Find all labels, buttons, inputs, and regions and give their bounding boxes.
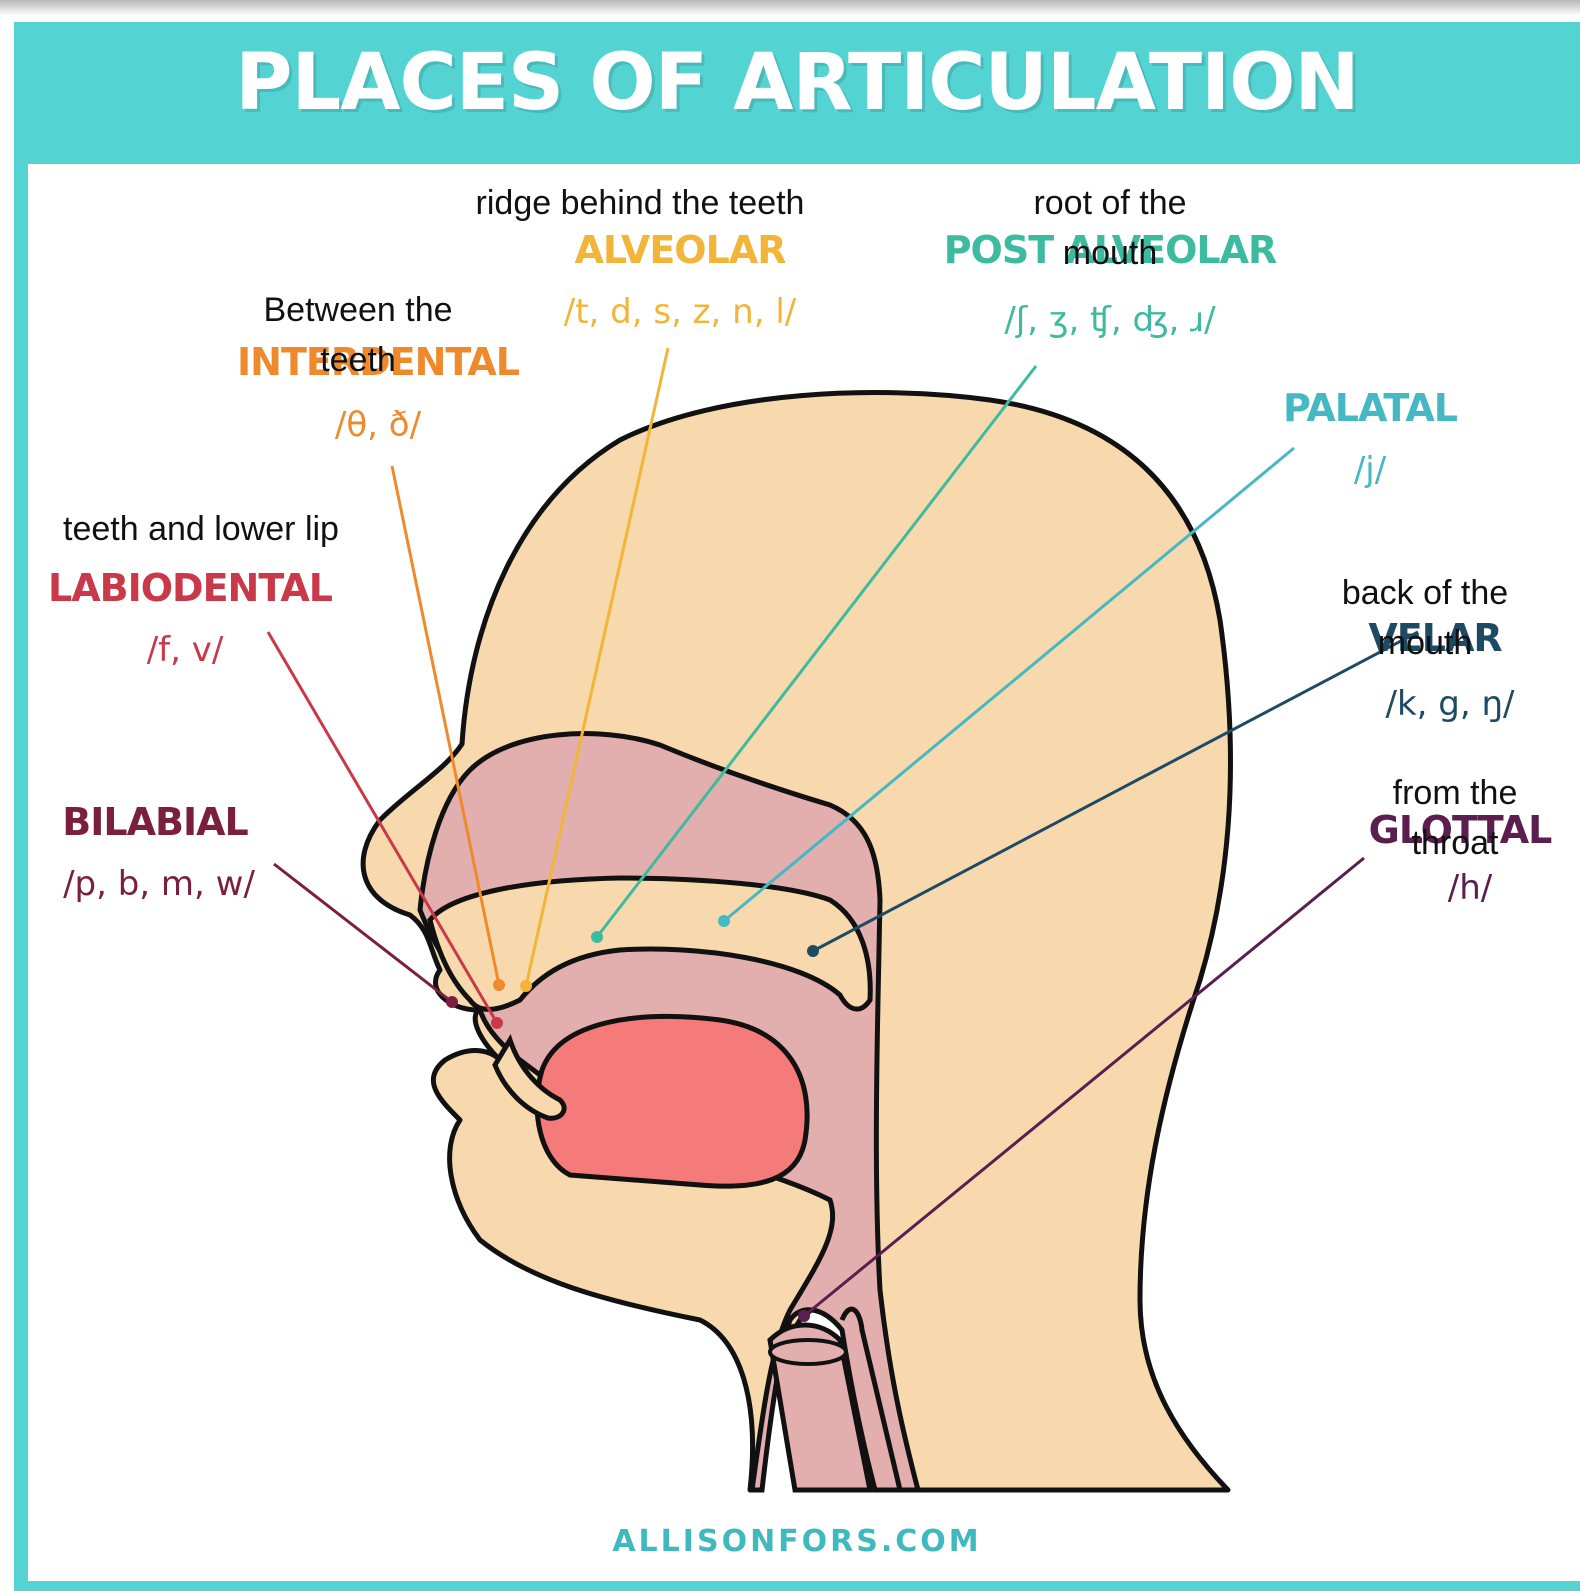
dot-interdental	[493, 979, 505, 991]
dot-glottal	[798, 1310, 810, 1322]
dot-bilabial	[446, 996, 458, 1008]
alveolar-description: ridge behind the teeth	[440, 178, 840, 228]
dot-velar	[807, 945, 819, 957]
alveolar-sounds: /t, d, s, z, n, l/	[540, 292, 820, 332]
labiodental-description: teeth and lower lip	[36, 504, 366, 554]
labiodental-name: LABIODENTAL	[40, 566, 340, 610]
postalveolar-description-line1: root of the	[980, 178, 1240, 228]
dot-alveolar	[520, 980, 532, 992]
velar-description-line2: mouth	[1320, 618, 1530, 668]
interdental-sounds: /θ, ð/	[268, 405, 488, 445]
postalveolar-description-line2: mouth	[980, 228, 1240, 278]
vocal-folds	[770, 1340, 846, 1364]
postalveolar-sounds: /ʃ, ʒ, ʧ, ʤ, ɹ/	[940, 300, 1280, 340]
velar-description-line1: back of the	[1320, 568, 1530, 618]
palatal-sounds: /j/	[1320, 450, 1420, 490]
labiodental-sounds: /f, v/	[100, 630, 270, 670]
dot-labiodental	[491, 1017, 503, 1029]
glottal-description-line1: from the	[1355, 768, 1555, 818]
palatal-name: PALATAL	[1270, 386, 1470, 430]
dot-palatal	[718, 915, 730, 927]
glottal-description-line2: throat	[1355, 818, 1555, 868]
dot-postalveolar	[591, 931, 603, 943]
interdental-description-line1: Between the	[228, 285, 488, 335]
alveolar-name: ALVEOLAR	[540, 228, 820, 272]
bilabial-sounds: /p, b, m, w/	[44, 864, 274, 904]
velar-sounds: /k, g, ŋ/	[1360, 684, 1540, 724]
bilabial-name: BILABIAL	[40, 800, 270, 844]
glottal-sounds: /h/	[1420, 868, 1520, 908]
footer-site: ALLISONFORS.COM	[14, 1524, 1580, 1559]
interdental-description-line2: teeth	[228, 335, 488, 385]
tongue	[537, 1017, 807, 1187]
